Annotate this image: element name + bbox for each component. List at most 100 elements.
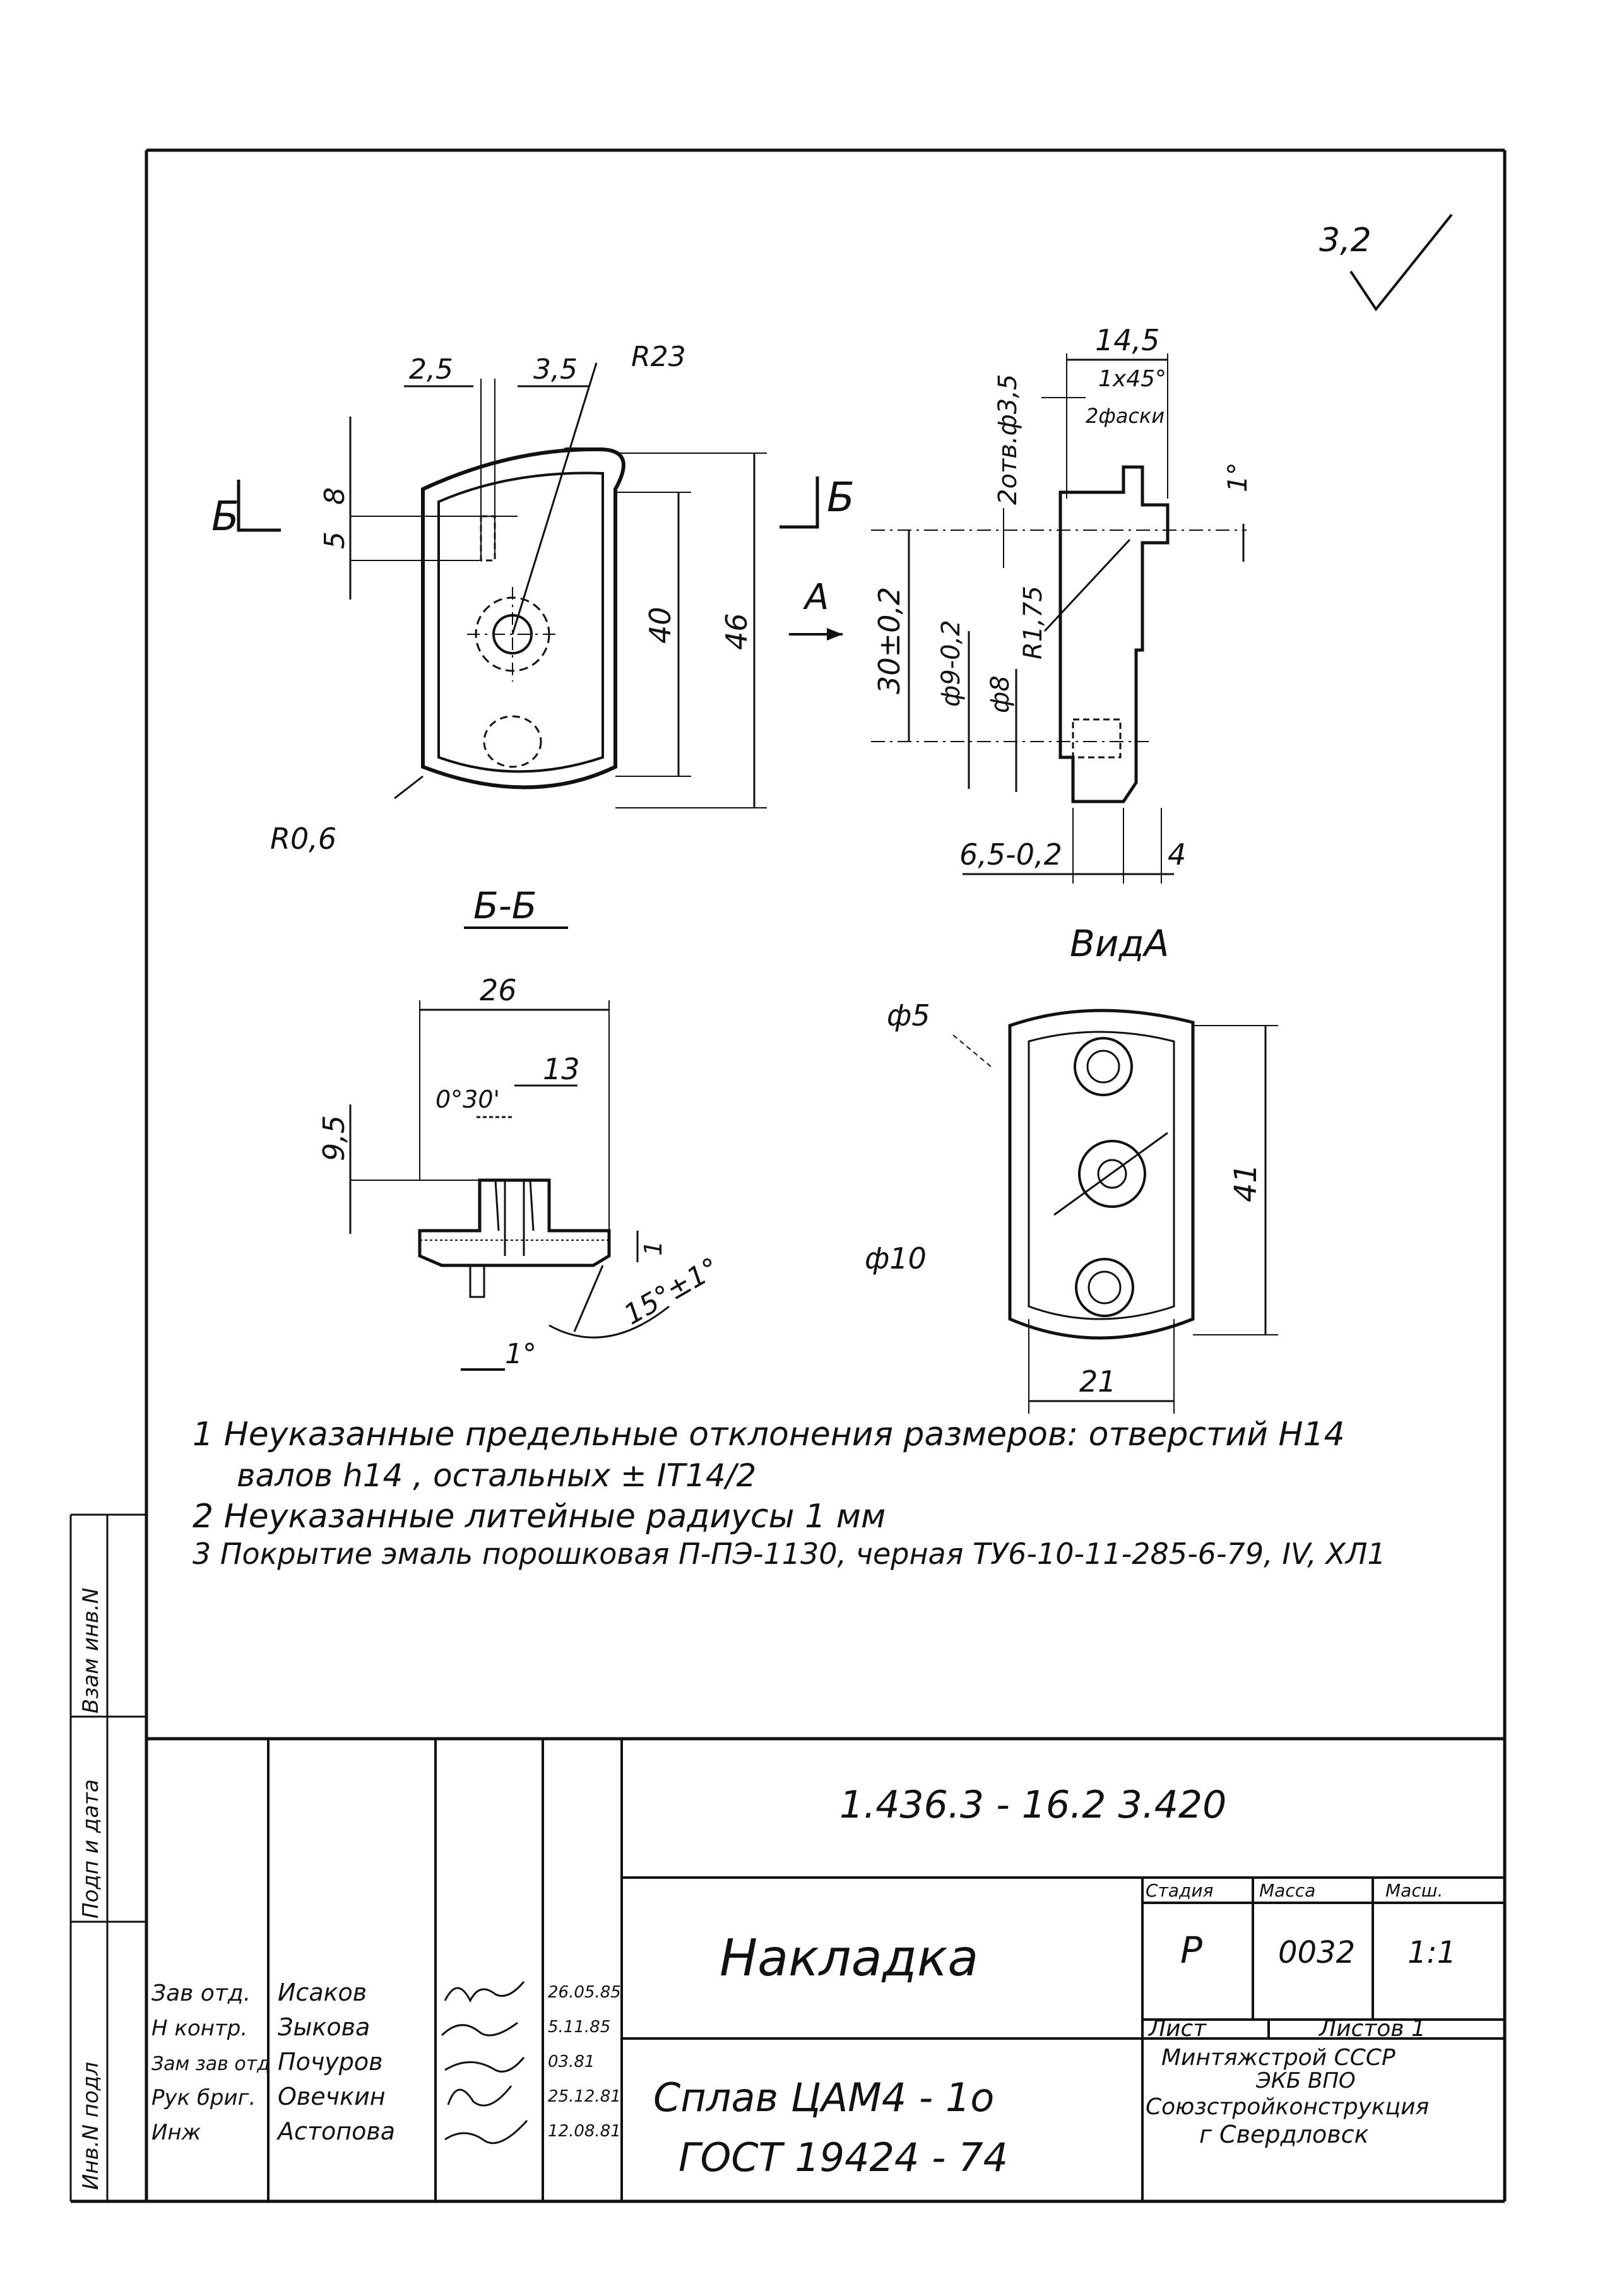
date-2: 03.81: [548, 2052, 595, 2071]
material-line-1: Сплав ЦАМ4 - 1о: [653, 2074, 994, 2121]
scale-value: 1:1: [1408, 1935, 1456, 1970]
view-a-inner: [1028, 1031, 1175, 1320]
dim-2-5: 2,5: [409, 353, 453, 386]
side-stamp-podp-data: Подп и дата: [78, 1779, 104, 1919]
org-line-1: Минтяжстрой СССР: [1161, 2045, 1396, 2071]
dim-46: 46: [720, 613, 754, 650]
plate-outline: [421, 447, 625, 790]
dim-3-5: 3,5: [533, 353, 578, 386]
date-0: 26.05.85: [548, 1983, 621, 2002]
dim-chamfer: 1x45°: [1098, 366, 1166, 392]
plate-inner-outline: [437, 471, 604, 773]
doc-number: 1.436.3 - 16.2 3.420: [839, 1783, 1226, 1827]
dim-1: 1: [639, 1241, 667, 1256]
view-a-title: ВидА: [1070, 922, 1169, 965]
name-2: Почуров: [278, 2048, 383, 2076]
dim-30: 30±0,2: [872, 587, 906, 694]
bottom-boss-hidden: [483, 715, 542, 768]
view-a-hole-top: [1074, 1037, 1133, 1096]
dim-8: 8: [319, 487, 351, 505]
dim-angle-0-30: 0°30': [436, 1086, 500, 1113]
date-1: 5.11.85: [548, 2018, 610, 2037]
dim-40: 40: [643, 607, 677, 644]
note-1: 1 Неуказанные предельные отклонения разм…: [193, 1416, 1345, 1453]
signature-table: Зав отд. Н контр. Зам зав отд Рук бриг. …: [151, 1979, 621, 2145]
signature-marks: [441, 1981, 528, 2145]
section-profile: [418, 1178, 611, 1267]
side-profile: [1058, 465, 1170, 803]
dim-41: 41: [1228, 1164, 1264, 1202]
angle-arc-15: [548, 1305, 670, 1339]
sheet-label: Лист: [1147, 2016, 1207, 2042]
dim-holes: 2отв.ф3,5: [993, 374, 1022, 505]
sheets-label: Листов 1: [1318, 2016, 1426, 2042]
view-arrow-label: А: [803, 577, 829, 618]
part-name: Накладка: [720, 1929, 978, 1987]
name-3: Овечкин: [278, 2083, 386, 2110]
side-stamp-grid: [69, 1513, 146, 2201]
view-arrow-head: [827, 628, 843, 641]
view-a: ВидА ф5 ф10 41 21: [865, 922, 1278, 1414]
section-bb: Б-Б 26 0°30' 13 9,5 1 15°±1° 1°: [317, 884, 725, 1371]
view-a-hole-center: [1078, 1140, 1146, 1208]
note-1-cont: валов h14 , остальных ± IT14/2: [237, 1457, 756, 1494]
dim-5: 5: [319, 531, 351, 549]
stage-header: Стадия: [1146, 1880, 1213, 1901]
dim-8-side: ф8: [986, 675, 1015, 713]
mass-header: Масса: [1259, 1880, 1315, 1901]
name-4: Астопова: [276, 2117, 395, 2145]
scale-header: Масш.: [1385, 1880, 1443, 1901]
name-0: Исаков: [278, 1979, 367, 2006]
dim-f10: ф10: [865, 1241, 927, 1275]
notes: 1 Неуказанные предельные отклонения разм…: [193, 1416, 1386, 1571]
dim-4: 4: [1168, 837, 1186, 872]
dim-angle-1-bb: 1°: [505, 1338, 536, 1370]
org-line-3: Союзстройконструкция: [1146, 2094, 1429, 2120]
dim-26: 26: [480, 973, 517, 1007]
date-4: 12.08.81: [548, 2122, 621, 2141]
section-rib: [494, 1180, 535, 1256]
section-pin: [469, 1264, 485, 1298]
view-top: 2,5 3,5 R23 5 8 Б Б 40 46 А R0,6: [211, 341, 855, 856]
note-3: 3 Покрытие эмаль порошковая П-ПЭ-1130, ч…: [193, 1537, 1386, 1571]
dim-f5: ф5: [887, 998, 930, 1033]
section-arrow-right: [779, 476, 819, 529]
side-stamp-inv-podl: Инв.N подл: [78, 2062, 104, 2190]
dim-angle-15: 15°±1°: [619, 1252, 725, 1332]
material-line-2: ГОСТ 19424 - 74: [679, 2134, 1008, 2181]
r23-leader: [511, 362, 598, 635]
title-block-grid: [267, 1739, 1505, 2201]
date-3: 25.12.81: [548, 2087, 621, 2106]
roughness-value: 3,2: [1319, 222, 1372, 259]
view-side: 14,5 1x45° 2фаски 2отв.ф3,5 1° R1,75 30±…: [871, 323, 1253, 884]
dim-9: ф9-0,2: [937, 620, 966, 707]
org-line-2: ЭКБ ВПО: [1255, 2068, 1356, 2093]
dim-r0-6: R0,6: [270, 822, 336, 856]
frame-border: [71, 148, 1507, 2203]
role-3: Рук бриг.: [151, 2085, 256, 2110]
section-mark-right: Б: [827, 475, 855, 521]
dim-r1-75: R1,75: [1019, 586, 1048, 660]
section-arrow-left: [237, 480, 281, 532]
view-a-outline: [1008, 1009, 1195, 1340]
org-line-4: г Свердловск: [1199, 2121, 1369, 2148]
role-4: Инж: [151, 2120, 201, 2145]
name-1: Зыкова: [278, 2013, 370, 2041]
role-1: Н контр.: [151, 2016, 247, 2041]
roughness-check-icon: [1349, 213, 1453, 312]
dim-9-5: 9,5: [317, 1115, 351, 1161]
slot-hidden: [480, 515, 496, 562]
dim-14-5: 14,5: [1095, 323, 1159, 357]
note-2: 2 Неуказанные литейные радиусы 1 мм: [193, 1498, 886, 1536]
stage-value: Р: [1180, 1929, 1202, 1972]
dim-6-5: 6,5-0,2: [959, 837, 1062, 872]
side-stamp-vzam-inv: Взам инв.N: [78, 1588, 104, 1713]
mass-value: 0032: [1278, 1935, 1355, 1970]
dim-r23: R23: [631, 341, 686, 373]
section-mark-left: Б: [211, 494, 239, 540]
role-2: Зам зав отд: [151, 2053, 270, 2075]
role-0: Зав отд.: [151, 1980, 251, 2006]
dim-angle-1: 1°: [1222, 462, 1253, 492]
dim-21: 21: [1079, 1364, 1117, 1399]
